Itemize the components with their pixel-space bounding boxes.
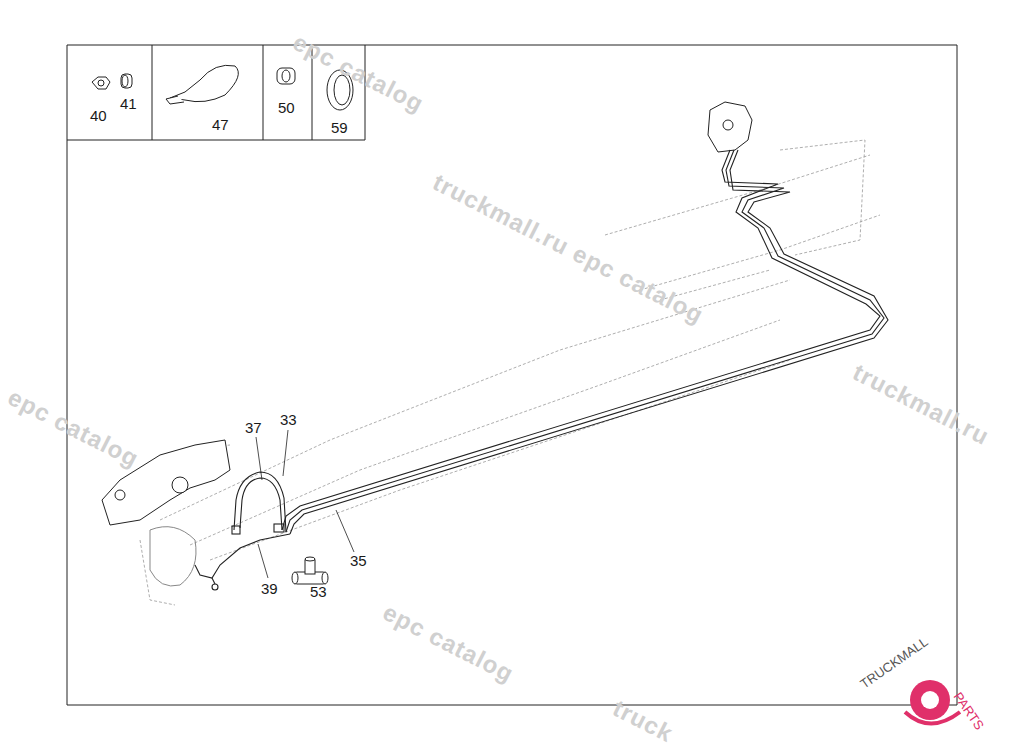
callout-number: 41 — [120, 96, 137, 111]
callout-number: 50 — [278, 100, 295, 115]
watermark: epc catalog — [289, 30, 427, 116]
logo-text: TRUCKMALL — [858, 635, 930, 691]
callout-number: 47 — [212, 117, 229, 132]
logo-text: PARTS — [951, 690, 986, 732]
watermark: epc catalog — [379, 600, 517, 686]
callout-number: 40 — [90, 108, 107, 123]
callout-number: 59 — [331, 120, 348, 135]
watermark: truck — [609, 696, 677, 746]
watermark: truckmall.ru — [849, 360, 993, 449]
callout-number: 33 — [280, 412, 297, 427]
callout-number: 53 — [310, 584, 327, 599]
watermark: epc catalog — [4, 385, 142, 471]
callout-number: 37 — [245, 420, 262, 435]
callout-number: 39 — [261, 581, 278, 596]
watermark: truckmall.ru epc catalog — [429, 170, 707, 328]
logo-gear — [905, 680, 960, 724]
callout-number: 35 — [350, 553, 367, 568]
